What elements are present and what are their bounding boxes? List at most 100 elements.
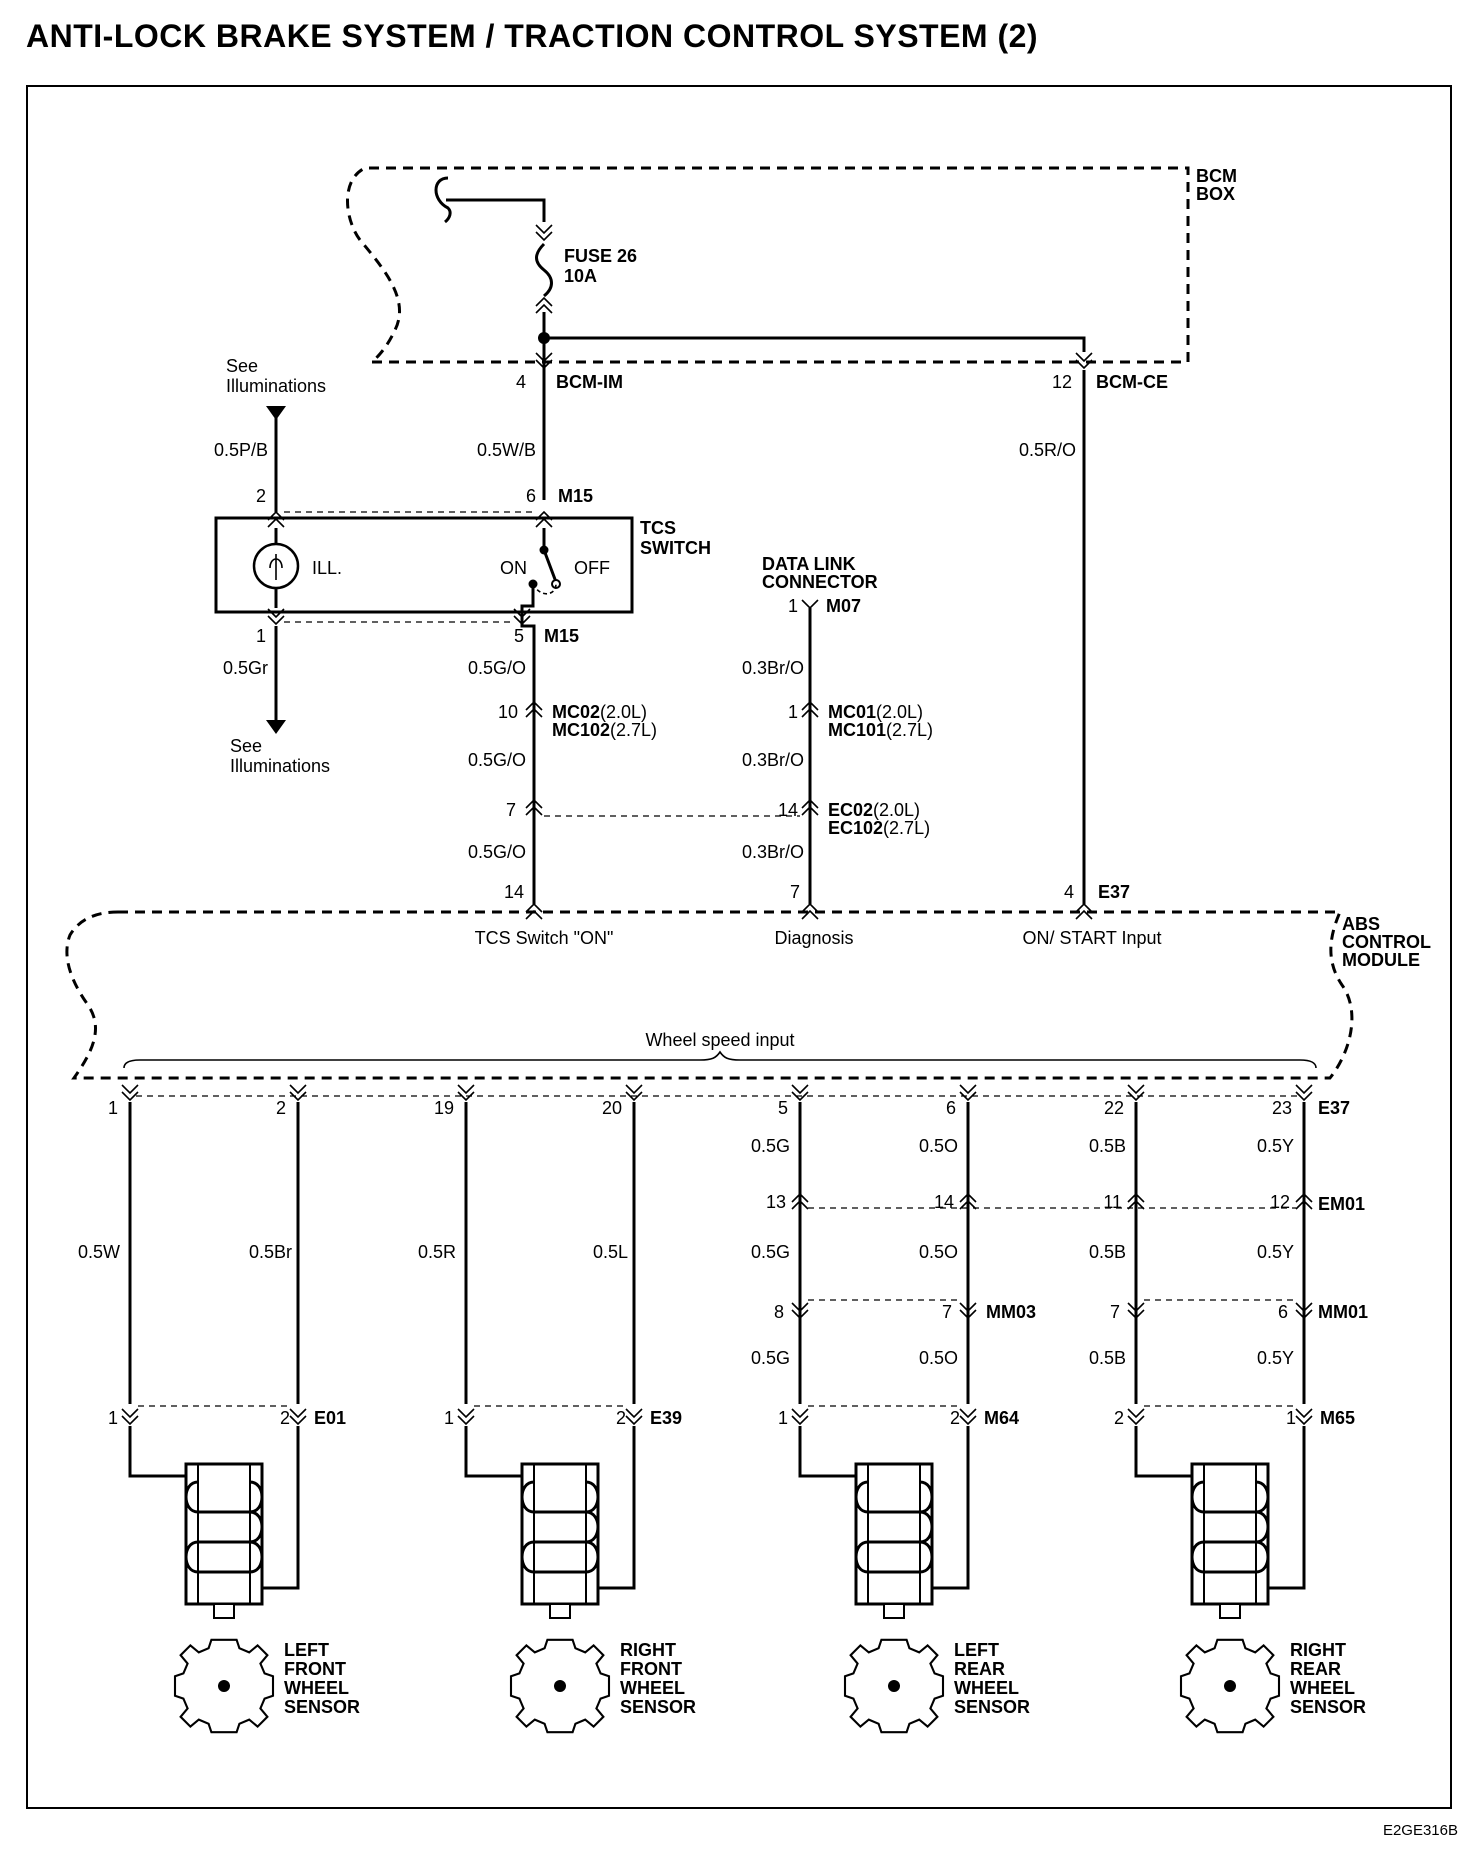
dlc-c2-b-name: EC102 <box>828 818 883 838</box>
coil-icon <box>1190 1462 1270 1620</box>
sensor-name: RIGHT <box>620 1640 676 1660</box>
abs-wheel-pin: 5 <box>778 1098 788 1118</box>
sensor-name: SENSOR <box>284 1697 360 1717</box>
coil-icon <box>184 1462 264 1620</box>
wire-w-b: 0.5W/B <box>477 440 536 460</box>
em01-pin: 11 <box>1103 1192 1122 1212</box>
sensor-pin-b: 2 <box>950 1408 960 1428</box>
switch-contact-icon <box>542 549 558 583</box>
gear-icon <box>843 1638 945 1734</box>
tcs-pin-6: 6 <box>526 486 536 506</box>
sensor-name: WHEEL <box>954 1678 1019 1698</box>
tcs-c2-pin: 7 <box>506 800 516 820</box>
bcm-box: BCM BOX FUSE 26 10A 4 BCM-IM 12 BCM-CE <box>346 166 1237 500</box>
tcs-abs-pin: 14 <box>504 882 524 902</box>
dlc-c2-a-spec: (2.0L) <box>873 800 920 820</box>
sensor-name: RIGHT <box>1290 1640 1346 1660</box>
dlc-c1-pin: 1 <box>788 702 798 722</box>
abs-input-diag: Diagnosis <box>774 928 853 948</box>
abs-name-3: MODULE <box>1342 950 1420 970</box>
fuse-label-1: FUSE 26 <box>564 246 637 266</box>
abs-input-ign: ON/ START Input <box>1022 928 1161 948</box>
sensor-name: WHEEL <box>284 1678 349 1698</box>
tcs-conn-top: M15 <box>558 486 593 506</box>
bcm-box-label-2: BOX <box>1196 184 1235 204</box>
coil-icon <box>520 1462 600 1620</box>
sensor-pin-b: 2 <box>616 1408 626 1428</box>
off-label: OFF <box>574 558 610 578</box>
gear-icon <box>509 1638 611 1734</box>
sensor-pin-a: 1 <box>444 1408 454 1428</box>
mm-pin: 8 <box>774 1302 784 1322</box>
sensor-pin-a: 1 <box>778 1408 788 1428</box>
dlc-c1-b: MC101(2.7L) <box>828 720 933 740</box>
dlc-c1-a-name: MC01 <box>828 702 876 722</box>
dlc-c1-a: MC01(2.0L) <box>828 702 923 722</box>
mm-pin: 7 <box>1110 1302 1120 1322</box>
sensor-name: WHEEL <box>1290 1678 1355 1698</box>
abs-wheel-pin: 1 <box>108 1098 118 1118</box>
coil-icon <box>854 1462 934 1620</box>
rear-wire-color: 0.5O <box>919 1348 958 1368</box>
rear-wire-color: 0.5O <box>919 1242 958 1262</box>
front-wire-color: 0.5L <box>593 1242 628 1262</box>
rear-wire-color: 0.5B <box>1089 1348 1126 1368</box>
mm-pin: 7 <box>942 1302 952 1322</box>
tcs-c1-b-spec: (2.7L) <box>610 720 657 740</box>
arrow-down-icon <box>266 406 286 420</box>
em01-pin: 13 <box>766 1192 786 1212</box>
see-illum-bottom-2: Illuminations <box>230 756 330 776</box>
wheel-speed-brace <box>123 1050 1317 1069</box>
sensor-name: LEFT <box>284 1640 329 1660</box>
dlc-c1-b-spec: (2.7L) <box>886 720 933 740</box>
tcs-conn-bottom: M15 <box>544 626 579 646</box>
tcs-c1-b-name: MC102 <box>552 720 610 740</box>
tcs-signal-line: 0.5G/O 10 MC02(2.0L) MC102(2.7L) 0.5G/O … <box>468 612 800 904</box>
dlc-c2-pin: 14 <box>778 800 798 820</box>
abs-name-2: CONTROL <box>1342 932 1431 952</box>
sensor-connector: M65 <box>1320 1408 1355 1428</box>
tcs-c1-pin: 10 <box>498 702 518 722</box>
mm01-connector: MM01 <box>1318 1302 1368 1322</box>
em01-pin: 12 <box>1270 1192 1290 1212</box>
rear-wire-color: 0.5G <box>751 1348 790 1368</box>
abs-conn-top: E37 <box>1098 882 1130 902</box>
dlc-c2-b-spec: (2.7L) <box>883 818 930 838</box>
sensor-name: SENSOR <box>1290 1697 1366 1717</box>
dlc-name-1: DATA LINK <box>762 554 856 574</box>
see-illum-top-1: See <box>226 356 258 376</box>
rear-wire-color: 0.5B <box>1089 1242 1126 1262</box>
ill-label: ILL. <box>312 558 342 578</box>
data-link-line: DATA LINK CONNECTOR 1 M07 0.3Br/O 1 MC01… <box>742 554 933 904</box>
dlc-pin: 1 <box>788 596 798 616</box>
dlc-c2-a: EC02(2.0L) <box>828 800 920 820</box>
diagram-frame <box>26 85 1452 1809</box>
dlc-abs-pin: 7 <box>790 882 800 902</box>
abs-input-tcs: TCS Switch "ON" <box>475 928 614 948</box>
sensor-name: WHEEL <box>620 1678 685 1698</box>
sensor-pin-a: 2 <box>1114 1408 1124 1428</box>
tcs-c1-a: MC02(2.0L) <box>552 702 647 722</box>
abs-wheel-pin: 22 <box>1104 1098 1124 1118</box>
fuse-icon <box>535 242 553 298</box>
sensor-pin-b: 1 <box>1286 1408 1296 1428</box>
front-wire-color: 0.5Br <box>249 1242 292 1262</box>
wheel-speed-input-label: Wheel speed input <box>645 1030 794 1050</box>
dlc-wire-3: 0.3Br/O <box>742 842 804 862</box>
tcs-pin-2: 2 <box>256 486 266 506</box>
sensor-connector: E01 <box>314 1408 346 1428</box>
dlc-c1-a-spec: (2.0L) <box>876 702 923 722</box>
dlc-conn: M07 <box>826 596 861 616</box>
rear-wire-color: 0.5Y <box>1257 1136 1294 1156</box>
rear-wire-color: 0.5Y <box>1257 1242 1294 1262</box>
tcs-wire-2: 0.5G/O <box>468 750 526 770</box>
see-illum-bottom-1: See <box>230 736 262 756</box>
abs-wheel-pin: 6 <box>946 1098 956 1118</box>
bcm-ce-name: BCM-CE <box>1096 372 1168 392</box>
tcs-c1-a-name: MC02 <box>552 702 600 722</box>
dlc-wire-2: 0.3Br/O <box>742 750 804 770</box>
abs-wheel-pin: 23 <box>1272 1098 1292 1118</box>
em01-pin: 14 <box>934 1192 954 1212</box>
sensor-pin-a: 1 <box>108 1408 118 1428</box>
